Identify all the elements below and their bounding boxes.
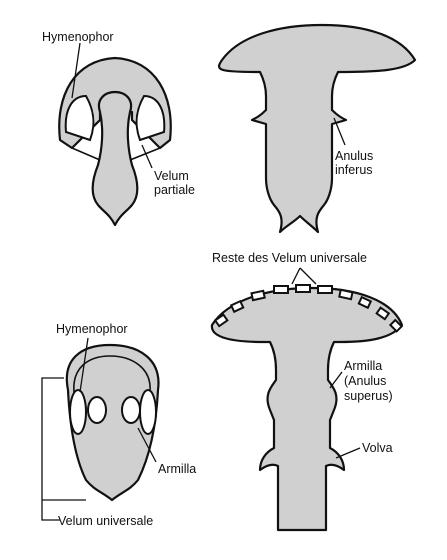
gill-chamber-right: [139, 389, 157, 435]
gill-left: [64, 94, 95, 142]
gill-chamber-left: [69, 389, 87, 435]
label-armilla-bottom: Armilla: [158, 462, 196, 476]
mature-mushroom-anulus-inferus: [217, 23, 417, 234]
label-velum-partiale-1: Velum: [154, 169, 189, 183]
remnant-5: [295, 284, 311, 293]
label-anulus-inferus-1: Anulus: [335, 149, 373, 163]
inner-gill-left: [87, 396, 107, 424]
remnant-4: [273, 285, 289, 294]
pointer-velum-partiale: [141, 144, 153, 169]
pointer-hymenophor-bottom: [79, 337, 89, 393]
pointer-volva: [335, 447, 361, 459]
inner-gill-right: [121, 396, 141, 424]
label-armilla-anulus-3: superus): [344, 389, 393, 403]
velum-universale-shell: [65, 343, 160, 502]
remnant-9: [375, 306, 391, 321]
young-mushroom-velum-universale: [41, 337, 160, 521]
pointer-hymenophor-top: [71, 42, 81, 99]
remnant-6: [317, 285, 333, 294]
label-anulus-inferus-2: inferus: [335, 163, 373, 177]
velum-partiale-left: [71, 147, 101, 161]
inner-cap-outline: [73, 355, 151, 393]
velum-partiale-right: [129, 147, 161, 161]
label-hymenophor-bottom: Hymenophor: [56, 322, 128, 336]
label-velum-universale: Velum universale: [58, 514, 153, 528]
label-velum-partiale-2: partiale: [154, 183, 195, 197]
remnant-2: [229, 299, 245, 314]
remnant-8: [357, 295, 373, 310]
gill-right: [135, 94, 166, 142]
remnant-10: [388, 318, 404, 333]
remnant-3: [250, 289, 266, 302]
pointer-armilla-anulus: [329, 371, 343, 389]
label-armilla-anulus-2: (Anulus: [344, 374, 386, 388]
bracket-velum-universale: [41, 377, 64, 521]
remnant-7: [338, 288, 354, 301]
label-volva: Volva: [362, 441, 393, 455]
label-reste-velum: Reste des Velum universale: [212, 251, 367, 265]
pointer-armilla-bottom: [137, 427, 157, 463]
cap-volva-mushroom: [210, 286, 404, 532]
young-mushroom-velum-partiale: [58, 42, 172, 227]
pointer-reste-2: [299, 267, 317, 285]
label-armilla-anulus-1: Armilla: [344, 359, 382, 373]
veil-remnants: [213, 284, 404, 333]
stem-young: [91, 90, 139, 227]
pointer-anulus-inferus: [333, 117, 346, 146]
cap-mature: [217, 23, 417, 234]
remnant-1: [213, 313, 229, 328]
label-hymenophor-top: Hymenophor: [42, 30, 114, 44]
pointer-reste-1: [291, 267, 301, 285]
mature-mushroom-volva: [210, 267, 404, 532]
